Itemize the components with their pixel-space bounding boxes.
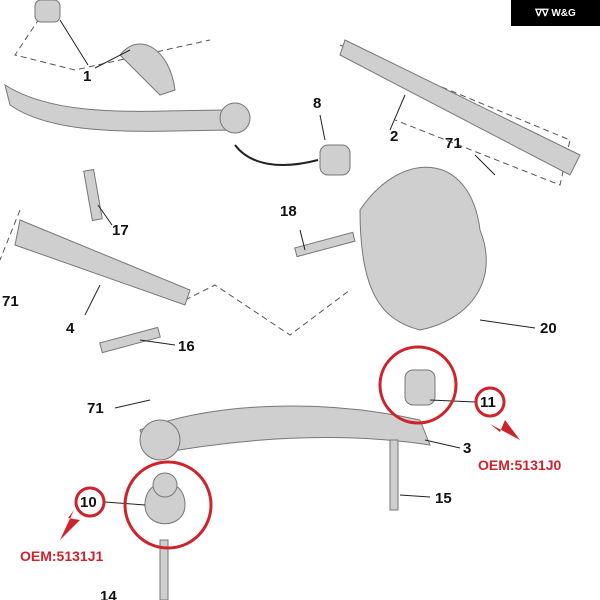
trailing-link [339,39,581,176]
label-2: 2 [390,128,399,145]
label-1: 1 [83,68,92,85]
bushing-8 [319,144,351,176]
bolt-16 [99,326,161,354]
arrows [60,420,520,540]
label-11: 11 [480,394,496,411]
label-14: 14 [100,588,117,600]
bolt-18 [294,231,356,258]
arm-ball [139,419,181,461]
label-20: 20 [540,320,557,337]
label-10: 10 [80,494,97,511]
label-71: 71 [445,135,462,152]
label-71: 71 [87,400,104,417]
label-71: 71 [2,293,19,310]
highlight-circles [74,345,506,550]
oem-code-left: OEM:5131J1 [20,548,104,564]
upper-control-arm [4,83,241,132]
toe-link [14,219,191,306]
label-15: 15 [435,490,452,507]
bushing-top-left [34,0,61,23]
bolt-17 [83,168,103,222]
label-8: 8 [313,95,322,112]
lower-arm-3 [139,405,431,456]
bolt-14 [159,539,169,600]
label-17: 17 [112,222,129,239]
brand-logo: ∇∇ W&G [511,0,600,26]
label-3: 3 [463,440,472,457]
bushing-11 [404,369,436,406]
label-16: 16 [178,338,195,355]
parts [4,0,581,600]
label-4: 4 [66,320,75,337]
bolt-15 [389,439,399,511]
upper-arm-branch [119,43,176,96]
arm-bushing [219,102,251,134]
knuckle-20 [359,166,487,331]
oem-code-right: OEM:5131J0 [478,457,562,473]
label-18: 18 [280,203,297,220]
